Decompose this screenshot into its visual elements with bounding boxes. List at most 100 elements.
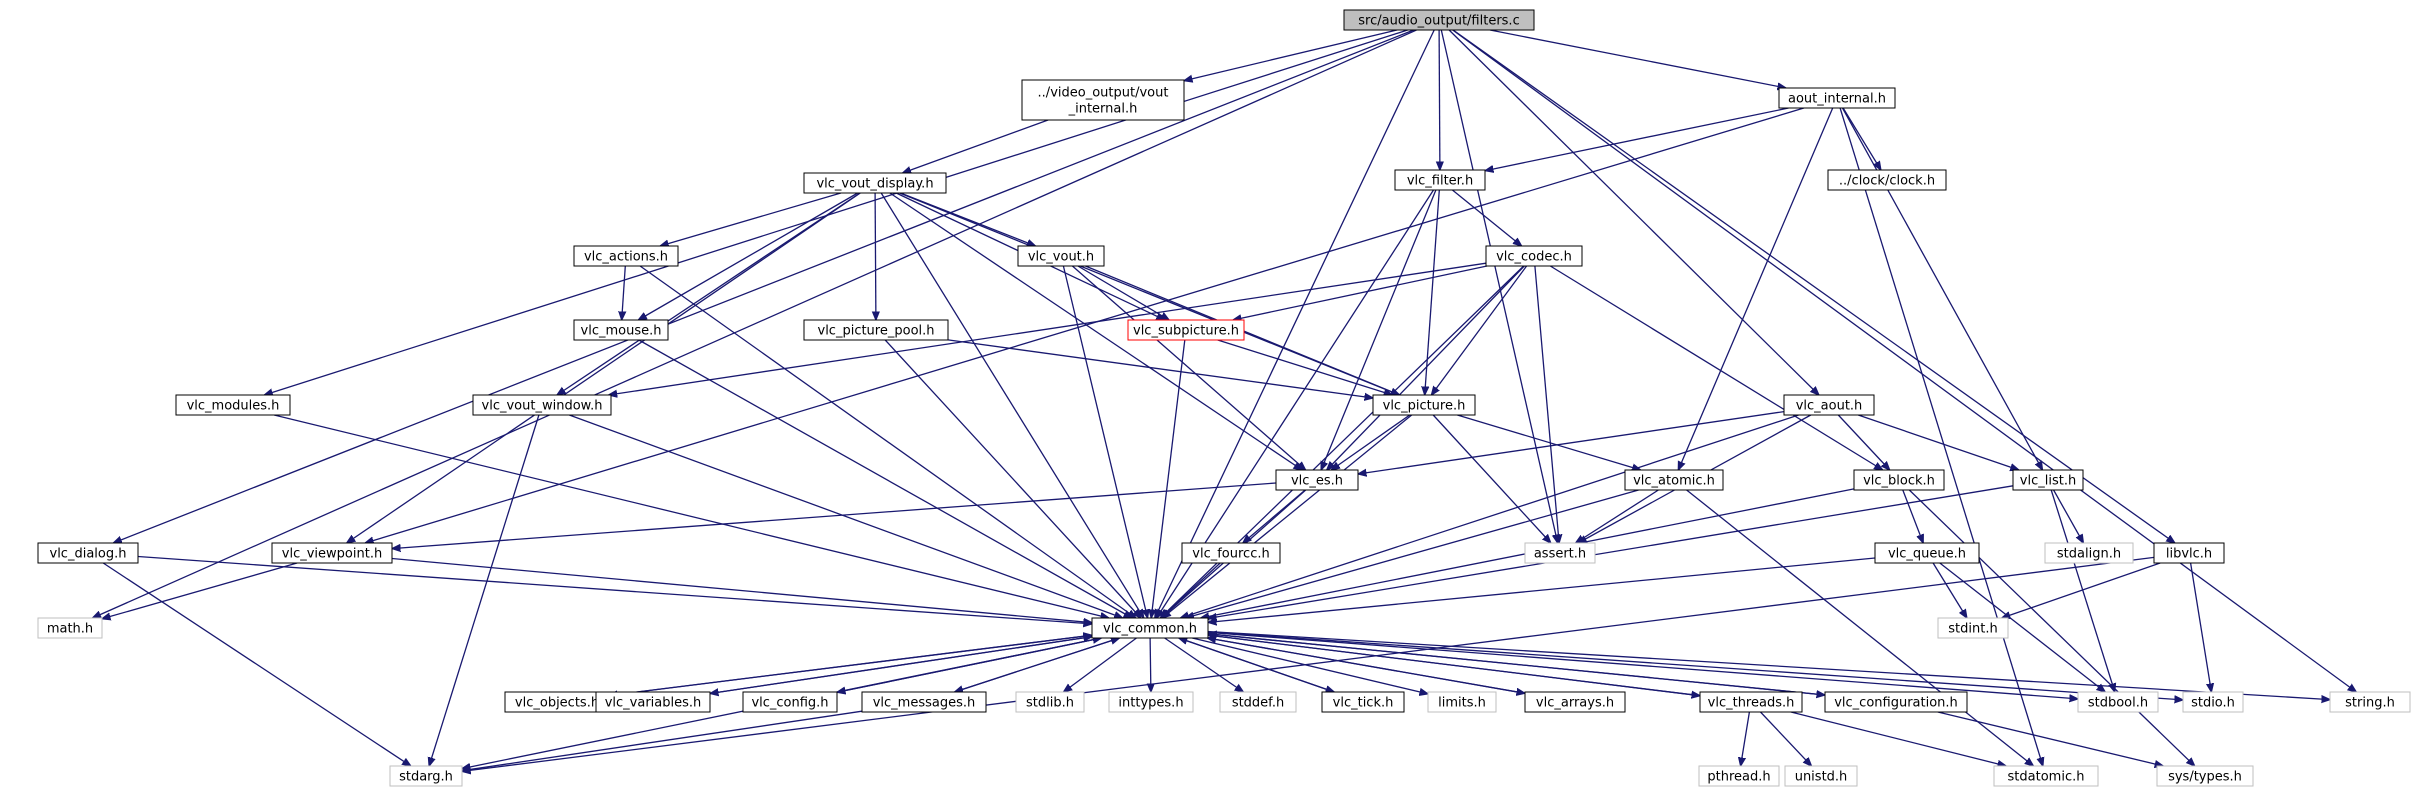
node-box [1698, 765, 1780, 787]
node-vlc-threads[interactable]: vlc_threads.h [1699, 691, 1803, 713]
edge-vlc_common-to-stdlib [1064, 637, 1137, 692]
node-box [1021, 79, 1185, 121]
node-box [1778, 87, 1896, 109]
node-vlc-subpicture[interactable]: vlc_subpicture.h [1127, 319, 1245, 341]
edge-vlc_codec-to-vlc_subpicture [1233, 265, 1488, 320]
node-vlc-arrays[interactable]: vlc_arrays.h [1524, 691, 1626, 713]
node-vlc-actions[interactable]: vlc_actions.h [573, 245, 679, 267]
edge-vlc_vout_window-to-stdarg [429, 414, 540, 766]
node-stddef: stddef.h [1219, 691, 1297, 713]
node-vlc-config[interactable]: vlc_config.h [742, 691, 838, 713]
edge-vlc_aout-to-vlc_block [1837, 414, 1889, 470]
node-vlc-configuration[interactable]: vlc_configuration.h [1824, 691, 1968, 713]
node-vlc-variables[interactable]: vlc_variables.h [595, 691, 711, 713]
node-box [1485, 245, 1583, 267]
node-vlc-messages[interactable]: vlc_messages.h [861, 691, 987, 713]
edge-vlc_configuration-to-sys_types [1937, 711, 2163, 766]
edge-vlc_mouse-to-vlc_common [638, 339, 1132, 618]
node-vlc-codec[interactable]: vlc_codec.h [1485, 245, 1583, 267]
node-box [1524, 691, 1626, 713]
node-box [1783, 394, 1875, 416]
edge-vlc_arrays-to-vlc_common [1207, 638, 1526, 694]
node-box [1321, 691, 1405, 713]
edge-aout_internal-to-vlc_atomic [1678, 107, 1834, 470]
edge-aout_internal-to-vlc_viewpoint [365, 107, 1805, 543]
edge-vlc_common-to-stdio [1207, 631, 2183, 700]
node-vlc-mouse[interactable]: vlc_mouse.h [573, 319, 669, 341]
node-vlc-tick[interactable]: vlc_tick.h [1321, 691, 1405, 713]
edge-vlc_codec-to-vlc_vout_window [609, 262, 1487, 395]
node-vlc-vout-display[interactable]: vlc_vout_display.h [803, 172, 947, 194]
node-clock[interactable]: ../clock/clock.h [1827, 169, 1947, 191]
node-box [573, 245, 679, 267]
node-vlc-filter[interactable]: vlc_filter.h [1394, 169, 1486, 191]
node-label: vlc_picture.h [1383, 399, 1466, 414]
node-assert: assert.h [1524, 542, 1596, 564]
node-box [2077, 691, 2159, 713]
edge-vlc_modules-to-vlc_common [273, 414, 1109, 618]
edge-vlc_aout-to-vlc_list [1857, 414, 2019, 470]
node-label: vlc_picture_pool.h [818, 324, 935, 339]
edge-filters_c-to-vout_internal [1184, 29, 1398, 81]
edge-vlc_queue-to-stdbool [1939, 562, 2105, 692]
node-box [1699, 691, 1803, 713]
node-label: stdarg.h [399, 770, 453, 785]
edge-vlc_messages-to-vlc_common [954, 638, 1120, 693]
node-label: vlc_subpicture.h [1133, 324, 1239, 339]
edge-vlc_vout_display-to-vlc_viewpoint [347, 192, 861, 543]
edge-vlc_threads-to-unistd [1760, 711, 1812, 766]
node-vlc-viewpoint[interactable]: vlc_viewpoint.h [271, 542, 393, 564]
node-vlc-picture[interactable]: vlc_picture.h [1372, 394, 1476, 416]
node-label: vlc_tick.h [1333, 696, 1394, 711]
node-vlc-block[interactable]: vlc_block.h [1853, 469, 1945, 491]
node-box [1219, 691, 1297, 713]
node-vlc-objects[interactable]: vlc_objects.h [504, 691, 610, 713]
node-label: inttypes.h [1118, 696, 1183, 711]
node-stdint: stdint.h [1937, 617, 2009, 639]
edge-vlc_aout-to-vlc_es [1358, 410, 1785, 474]
node-vlc-fourcc[interactable]: vlc_fourcc.h [1181, 542, 1281, 564]
edge-vlc_picture-to-assert [1432, 414, 1551, 543]
node-label: vlc_dialog.h [50, 547, 127, 562]
node-box [37, 617, 103, 639]
node-vlc-list[interactable]: vlc_list.h [2012, 469, 2084, 491]
node-vlc-queue[interactable]: vlc_queue.h [1874, 542, 1980, 564]
edge-vlc_viewpoint-to-vlc_common [391, 557, 1092, 623]
node-box [1017, 245, 1105, 267]
edge-vlc_actions-to-vlc_mouse [622, 265, 626, 320]
node-vlc-vout[interactable]: vlc_vout.h [1017, 245, 1105, 267]
node-filters-c[interactable]: src/audio_output/filters.c [1343, 9, 1535, 31]
node-libvlc[interactable]: libvlc.h [2153, 542, 2225, 564]
node-vlc-common[interactable]: vlc_common.h [1091, 617, 1209, 639]
edge-vlc_dialog-to-stdarg [102, 562, 411, 766]
node-box [1784, 765, 1858, 787]
edge-vlc_vout_display-to-vlc_mouse [638, 192, 859, 320]
node-box [1937, 617, 2009, 639]
edge-vlc_threads-to-vlc_common [1208, 635, 1701, 697]
node-label: vlc_codec.h [1496, 250, 1572, 265]
node-vlc-dialog[interactable]: vlc_dialog.h [37, 542, 139, 564]
node-label: stdbool.h [2088, 696, 2148, 711]
edge-vlc_common-to-stddef [1164, 637, 1244, 692]
edge-vlc_dialog-to-vlc_common [137, 555, 1092, 624]
edge-aout_internal-to-vlc_list [1841, 107, 2043, 470]
node-vlc-vout-window[interactable]: vlc_vout_window.h [472, 394, 612, 416]
node-vlc-atomic[interactable]: vlc_atomic.h [1624, 469, 1724, 491]
node-box [1853, 469, 1945, 491]
node-vlc-picture-pool[interactable]: vlc_picture_pool.h [803, 319, 949, 341]
edge-filters_c-to-vlc_filter [1439, 29, 1440, 170]
edge-vlc_picture_pool-to-vlc_picture [947, 339, 1373, 398]
node-vlc-es[interactable]: vlc_es.h [1275, 469, 1359, 491]
node-aout-internal[interactable]: aout_internal.h [1778, 87, 1896, 109]
node-vlc-aout[interactable]: vlc_aout.h [1783, 394, 1875, 416]
node-stdbool: stdbool.h [2077, 691, 2159, 713]
node-label: vlc_variables.h [605, 696, 702, 711]
edge-vlc_vout-to-vlc_es [1071, 265, 1305, 470]
node-vout-internal[interactable]: ../video_output/vout_internal.h [1021, 79, 1185, 121]
nodes-layer: src/audio_output/filters.c ../video_outpu… [37, 9, 2411, 787]
edge-filters_c-to-libvlc [1452, 29, 2175, 543]
edge-vlc_list-to-vlc_common [1208, 485, 2014, 619]
node-stdarg: stdarg.h [389, 765, 463, 787]
node-vlc-modules[interactable]: vlc_modules.h [175, 394, 291, 416]
node-box [2156, 765, 2254, 787]
